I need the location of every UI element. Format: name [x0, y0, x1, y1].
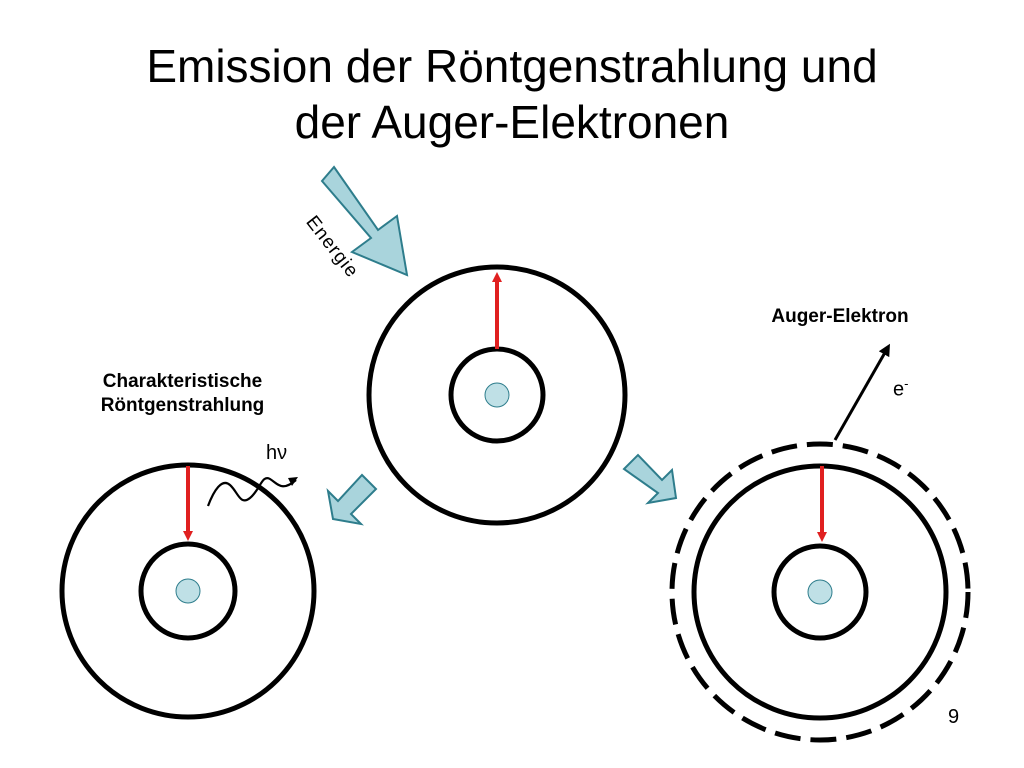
auger-electron-label: Auger-Elektron — [771, 306, 909, 327]
photon-wave — [206, 476, 297, 507]
electron-letter: e — [893, 378, 905, 401]
right-transition-arrow — [622, 453, 678, 505]
left-inner-shell — [138, 541, 238, 641]
center-outer-shell — [366, 264, 628, 526]
right-inner-shell — [771, 543, 869, 641]
photon-symbol: hν — [266, 442, 288, 464]
page-number: 9 — [948, 706, 960, 728]
left-transition-arrow — [326, 473, 378, 526]
left-atom — [59, 462, 317, 720]
characteristic-label-line-2: Röntgenstrahlung — [100, 395, 265, 416]
slide-title: Emission der Röntgenstrahlung und der Au… — [0, 38, 1024, 150]
right-nucleus — [807, 579, 833, 605]
energy-arrow — [320, 165, 409, 277]
electron-charge: - — [904, 376, 909, 391]
title-line-1: Emission der Röntgenstrahlung und — [146, 40, 878, 92]
electron-symbol: e- — [893, 376, 908, 402]
center-atom — [366, 264, 628, 526]
characteristic-xray-label: Charakteristische Röntgenstrahlung — [70, 370, 295, 418]
left-outer-shell — [59, 462, 317, 720]
right-dashed-shell — [669, 441, 971, 743]
photon-arrowhead — [288, 477, 298, 486]
auger-electron-arrow — [833, 343, 890, 441]
left-nucleus — [175, 578, 201, 604]
title-line-2: der Auger-Elektronen — [294, 96, 730, 148]
center-nucleus — [484, 382, 510, 408]
characteristic-label-line-1: Charakteristische — [102, 371, 263, 392]
right-atom — [669, 343, 971, 743]
